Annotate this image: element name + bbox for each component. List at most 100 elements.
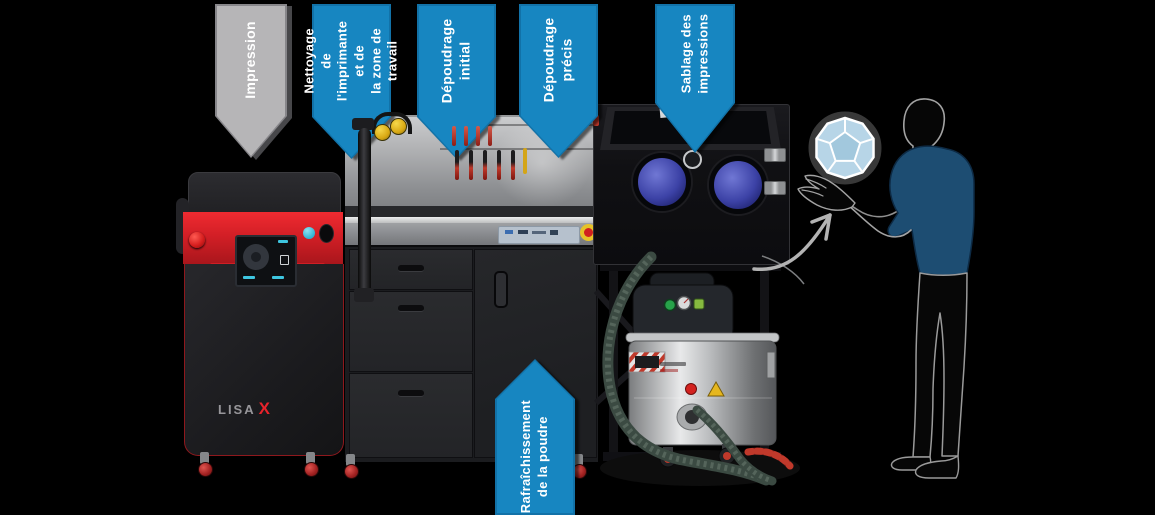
hand-tool xyxy=(523,148,527,174)
door-latch xyxy=(764,181,786,195)
drawer-handle xyxy=(398,265,424,272)
operator-figure xyxy=(797,98,975,479)
tool-rail xyxy=(440,124,595,126)
caster-wheel xyxy=(302,452,319,478)
pressure-gauge xyxy=(683,150,702,169)
workflow-step-nettoyage: Nettoyage de l'imprimante et de la zone … xyxy=(302,4,400,159)
printed-part-dodecahedron xyxy=(808,111,882,185)
suction-hose-fitting xyxy=(352,118,374,130)
stand-leg xyxy=(760,263,769,461)
tool-rail xyxy=(440,148,595,150)
control-panel-button xyxy=(505,230,513,234)
step-label-text: Dépoudrage initial xyxy=(438,18,473,103)
step-label: Sablage des impressions xyxy=(655,4,735,103)
station-emergency-stop-button xyxy=(584,228,593,237)
printer-key-switch xyxy=(319,224,334,243)
ear-protection xyxy=(390,118,407,135)
touchscreen-dial-center xyxy=(251,252,261,262)
touchscreen-glyph xyxy=(280,255,289,265)
hand-tool xyxy=(511,150,515,180)
worktop-edge xyxy=(345,206,598,217)
suction-hose xyxy=(358,128,371,296)
hand-tool xyxy=(452,126,456,146)
caster-wheel xyxy=(342,454,359,480)
suction-hose-fitting xyxy=(354,288,374,302)
workflow-step-impression: Impression xyxy=(215,4,287,158)
part-outline xyxy=(815,116,875,180)
hand-tool xyxy=(497,150,501,180)
door-latch xyxy=(764,148,786,162)
step-label: Nettoyage de l'imprimante et de la zone … xyxy=(302,4,400,117)
vacuum-gauge xyxy=(676,295,692,311)
drain-cap xyxy=(685,383,697,395)
operator-tshirt xyxy=(887,145,975,276)
step-arrow-fill xyxy=(497,361,573,513)
part-edges xyxy=(816,118,874,173)
workflow-step-depoudrage-precis: Dépoudrage précis xyxy=(519,4,598,158)
workflow-step-rafraichissement: Rafraîchissement de la poudre xyxy=(495,359,575,515)
drawer xyxy=(349,291,473,372)
operator-trousers xyxy=(912,272,968,458)
workflow-step-sablage: Sablage des impressions xyxy=(655,4,735,153)
ear-protection xyxy=(374,124,391,141)
operator-shoe xyxy=(890,456,932,471)
sandblaster-switch xyxy=(593,115,599,126)
hand-tool xyxy=(455,150,459,180)
stand-leg xyxy=(609,263,618,461)
printer-front-panel xyxy=(184,264,344,456)
hose-outlet xyxy=(676,403,708,431)
printer-logo-x: X xyxy=(258,399,270,418)
step-label-text: Impression xyxy=(242,21,259,99)
vacuum-indicator xyxy=(693,298,705,310)
hand-tool xyxy=(464,126,468,146)
hand-tool xyxy=(476,126,480,146)
glove-port-right xyxy=(709,156,767,214)
operator-far-arm xyxy=(833,194,897,218)
atex-vacuum xyxy=(625,272,780,468)
vacuum-power-button xyxy=(663,298,677,312)
printer-lid xyxy=(188,172,341,218)
step-label: Dépoudrage précis xyxy=(519,4,598,116)
printer-emergency-stop-button xyxy=(189,232,205,248)
operator-hands xyxy=(797,174,856,211)
gauge-needle xyxy=(683,298,689,304)
vacuum-motor-head xyxy=(632,284,734,342)
part-front-face xyxy=(828,131,862,162)
drawer xyxy=(349,373,473,458)
drum-rim xyxy=(625,332,780,343)
printer-logo-text: LISA xyxy=(218,402,256,417)
operator-shoe xyxy=(914,455,960,479)
hand-tool xyxy=(488,126,492,146)
touchscreen-indicator xyxy=(272,276,284,279)
step-label: Rafraîchissement de la poudre xyxy=(495,399,575,515)
operator-fingers xyxy=(801,178,827,197)
hose-outlet-bore xyxy=(685,410,699,424)
warning-triangle-icon xyxy=(707,380,725,397)
ear-protection-band xyxy=(372,112,412,134)
step-label: Impression xyxy=(215,4,287,116)
caster-wheel xyxy=(196,452,213,478)
control-panel-button xyxy=(550,230,558,235)
control-panel-button xyxy=(518,230,528,234)
control-panel-display xyxy=(532,231,546,234)
step-label: Dépoudrage initial xyxy=(417,4,496,117)
operator-head xyxy=(903,98,946,153)
stand-frame xyxy=(603,452,781,461)
touchscreen-indicator xyxy=(243,276,255,279)
step-label-text: Rafraîchissement de la poudre xyxy=(518,400,550,514)
vacuum-top-cap xyxy=(649,272,715,292)
hand-tool xyxy=(469,150,473,180)
part-glow xyxy=(808,111,882,185)
cabinet-door-handle xyxy=(494,271,508,308)
glove-port-left xyxy=(633,153,691,211)
step-label-text: Nettoyage de l'imprimante et de la zone … xyxy=(301,20,400,101)
worktop-surface xyxy=(345,217,598,223)
drawer-handle xyxy=(398,305,424,312)
step-label-text: Sablage des impressions xyxy=(678,13,710,94)
operator-near-arm xyxy=(846,203,912,238)
touchscreen-indicator xyxy=(278,240,288,243)
drawer-handle xyxy=(398,390,424,397)
printer-power-button xyxy=(303,227,315,239)
